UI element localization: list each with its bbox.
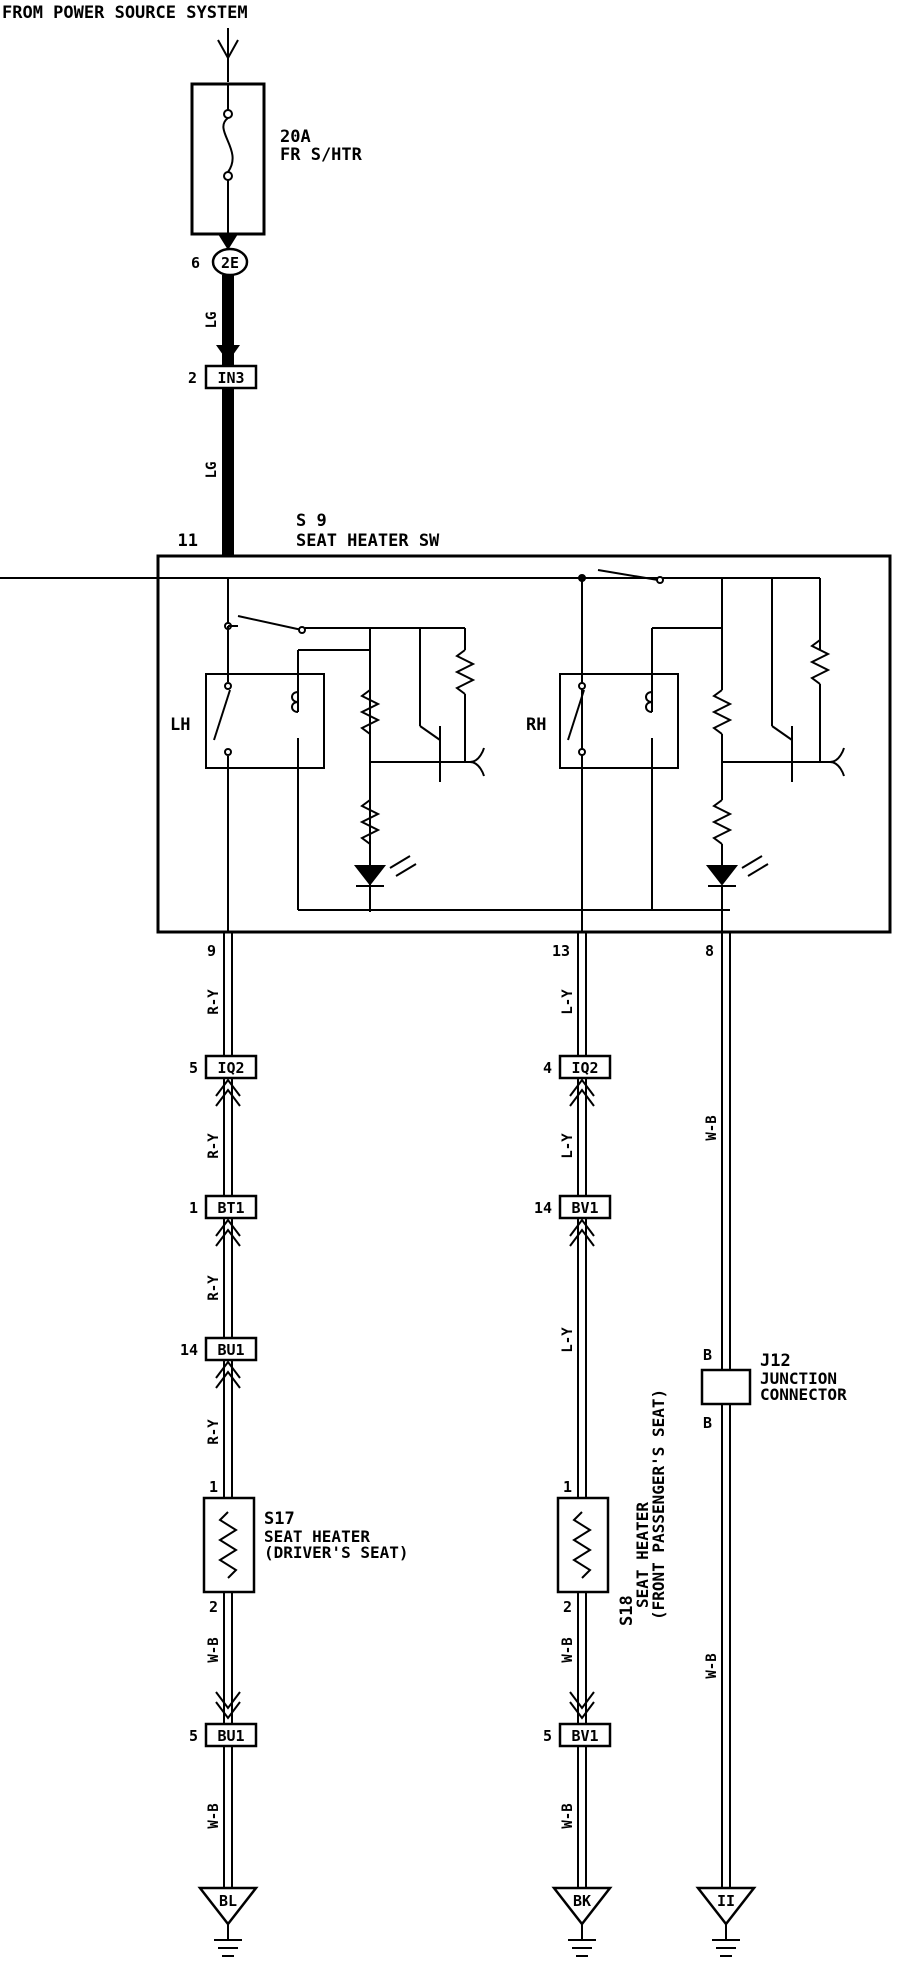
heater-s18-id: S18 bbox=[617, 1595, 637, 1626]
seat-heater-switch-box bbox=[156, 554, 892, 934]
connector-iq2-rh: IQ2 bbox=[558, 1054, 612, 1080]
wire-label-ry-3: R-Y bbox=[206, 1275, 222, 1301]
power-arrow-icon bbox=[217, 28, 239, 82]
connector-bu1-bot: BU1 bbox=[204, 1722, 258, 1748]
svg-text:IN3: IN3 bbox=[217, 369, 244, 387]
svg-text:BV1: BV1 bbox=[571, 1727, 598, 1745]
junction-id: J12 bbox=[760, 1351, 791, 1371]
connector-bv1-bot: BV1 bbox=[558, 1722, 612, 1748]
connector-arrow-icon bbox=[218, 234, 238, 250]
switch-id: S 9 bbox=[296, 511, 327, 531]
wire-label-wb-j2: W-B bbox=[704, 1653, 720, 1678]
svg-text:BT1: BT1 bbox=[217, 1199, 244, 1217]
connector-bv1-top: BV1 bbox=[558, 1194, 612, 1220]
connector-arrow-icon bbox=[216, 345, 240, 362]
connector-iq2-lh: IQ2 bbox=[204, 1054, 258, 1080]
connector-bu1-top: BU1 bbox=[204, 1336, 258, 1362]
switch-name: SEAT HEATER SW bbox=[296, 531, 440, 551]
svg-text:BV1: BV1 bbox=[571, 1199, 598, 1217]
wire-label-ly-2: L-Y bbox=[560, 1133, 576, 1159]
switch-pin-in: 11 bbox=[178, 531, 198, 551]
svg-text:BU1: BU1 bbox=[217, 1341, 244, 1359]
connector-iq2-lh-pin: 5 bbox=[189, 1059, 198, 1077]
heater-s17-id: S17 bbox=[264, 1509, 295, 1529]
heater-s18-line1: SEAT HEATER bbox=[633, 1502, 652, 1608]
switch-pin-gnd: 8 bbox=[705, 942, 714, 960]
connector-bu1-bot-pin: 5 bbox=[189, 1727, 198, 1745]
ground-lh: BL bbox=[197, 1886, 259, 1957]
wire-label-wb-rh2: W-B bbox=[560, 1803, 576, 1828]
heater-s17-line2: (DRIVER'S SEAT) bbox=[264, 1543, 409, 1562]
svg-text:IQ2: IQ2 bbox=[571, 1059, 598, 1077]
heater-s17-pin-bot: 2 bbox=[209, 1598, 218, 1616]
relay-rh-label: RH bbox=[526, 715, 546, 735]
connector-bt1: BT1 bbox=[204, 1194, 258, 1220]
wire-label-wb-lh2: W-B bbox=[206, 1803, 222, 1828]
ground-icon bbox=[712, 1924, 740, 1957]
svg-text:II: II bbox=[717, 1892, 735, 1910]
connector-in3-pin: 2 bbox=[188, 369, 197, 387]
ground-rh: BK bbox=[551, 1886, 613, 1957]
fuse-icon bbox=[222, 117, 234, 173]
wire-label-ly-3: L-Y bbox=[560, 1327, 576, 1353]
svg-text:BL: BL bbox=[219, 1892, 237, 1910]
svg-text:BK: BK bbox=[573, 1892, 591, 1910]
svg-text:2E: 2E bbox=[221, 254, 239, 272]
heater-s17-line1: SEAT HEATER bbox=[264, 1527, 370, 1546]
connector-bu1-top-pin: 14 bbox=[180, 1341, 198, 1359]
heater-s18-line2: (FRONT PASSENGER'S SEAT) bbox=[649, 1389, 668, 1620]
connector-2e: 2E bbox=[211, 247, 249, 277]
switch-pin-lh: 9 bbox=[207, 942, 216, 960]
connector-in3: IN3 bbox=[204, 364, 258, 390]
wire-label-lg-bottom: LG bbox=[204, 462, 220, 479]
junction-j12 bbox=[700, 1368, 752, 1406]
heater-s18-pin-bot: 2 bbox=[563, 1598, 572, 1616]
relay-lh-label: LH bbox=[170, 715, 190, 735]
fuse-name: FR S/HTR bbox=[280, 145, 363, 165]
heater-s17-pin-top: 1 bbox=[209, 1478, 218, 1496]
wire-label-wb-lh1: W-B bbox=[206, 1637, 222, 1662]
connector-bv1-top-pin: 14 bbox=[534, 1199, 552, 1217]
ground-j: II bbox=[695, 1886, 757, 1957]
connector-bv1-bot-pin: 5 bbox=[543, 1727, 552, 1745]
ground-icon bbox=[568, 1924, 596, 1957]
ground-icon bbox=[214, 1924, 242, 1957]
wire-label-ry-2: R-Y bbox=[206, 1133, 222, 1159]
fuse-rating: 20A bbox=[280, 127, 311, 147]
wire-label-ly-1: L-Y bbox=[560, 989, 576, 1015]
switch-internal-circuit bbox=[0, 569, 845, 932]
header-text: FROM POWER SOURCE SYSTEM bbox=[2, 3, 248, 23]
junction-line1: JUNCTION bbox=[760, 1369, 837, 1388]
switch-pin-rh: 13 bbox=[552, 942, 570, 960]
junction-pin-top: B bbox=[703, 1346, 712, 1364]
wire-label-lg-top: LG bbox=[204, 312, 220, 329]
wire-label-ry-1: R-Y bbox=[206, 989, 222, 1015]
connector-iq2-rh-pin: 4 bbox=[543, 1059, 552, 1077]
heater-element-icon bbox=[572, 1511, 592, 1579]
heater-s18 bbox=[556, 1496, 610, 1594]
svg-text:BU1: BU1 bbox=[217, 1727, 244, 1745]
wire-label-wb-rh1: W-B bbox=[560, 1637, 576, 1662]
connector-bt1-pin: 1 bbox=[189, 1199, 198, 1217]
heater-element-icon bbox=[218, 1511, 238, 1579]
junction-line2: CONNECTOR bbox=[760, 1385, 847, 1404]
connector-2e-pin: 6 bbox=[191, 254, 200, 272]
junction-pin-bot: B bbox=[703, 1414, 712, 1432]
fuse bbox=[190, 82, 266, 236]
heater-s17 bbox=[202, 1496, 256, 1594]
wire-label-ry-4: R-Y bbox=[206, 1419, 222, 1445]
wire-label-wb-j1: W-B bbox=[704, 1115, 720, 1140]
heater-s18-pin-top: 1 bbox=[563, 1478, 572, 1496]
svg-text:IQ2: IQ2 bbox=[217, 1059, 244, 1077]
